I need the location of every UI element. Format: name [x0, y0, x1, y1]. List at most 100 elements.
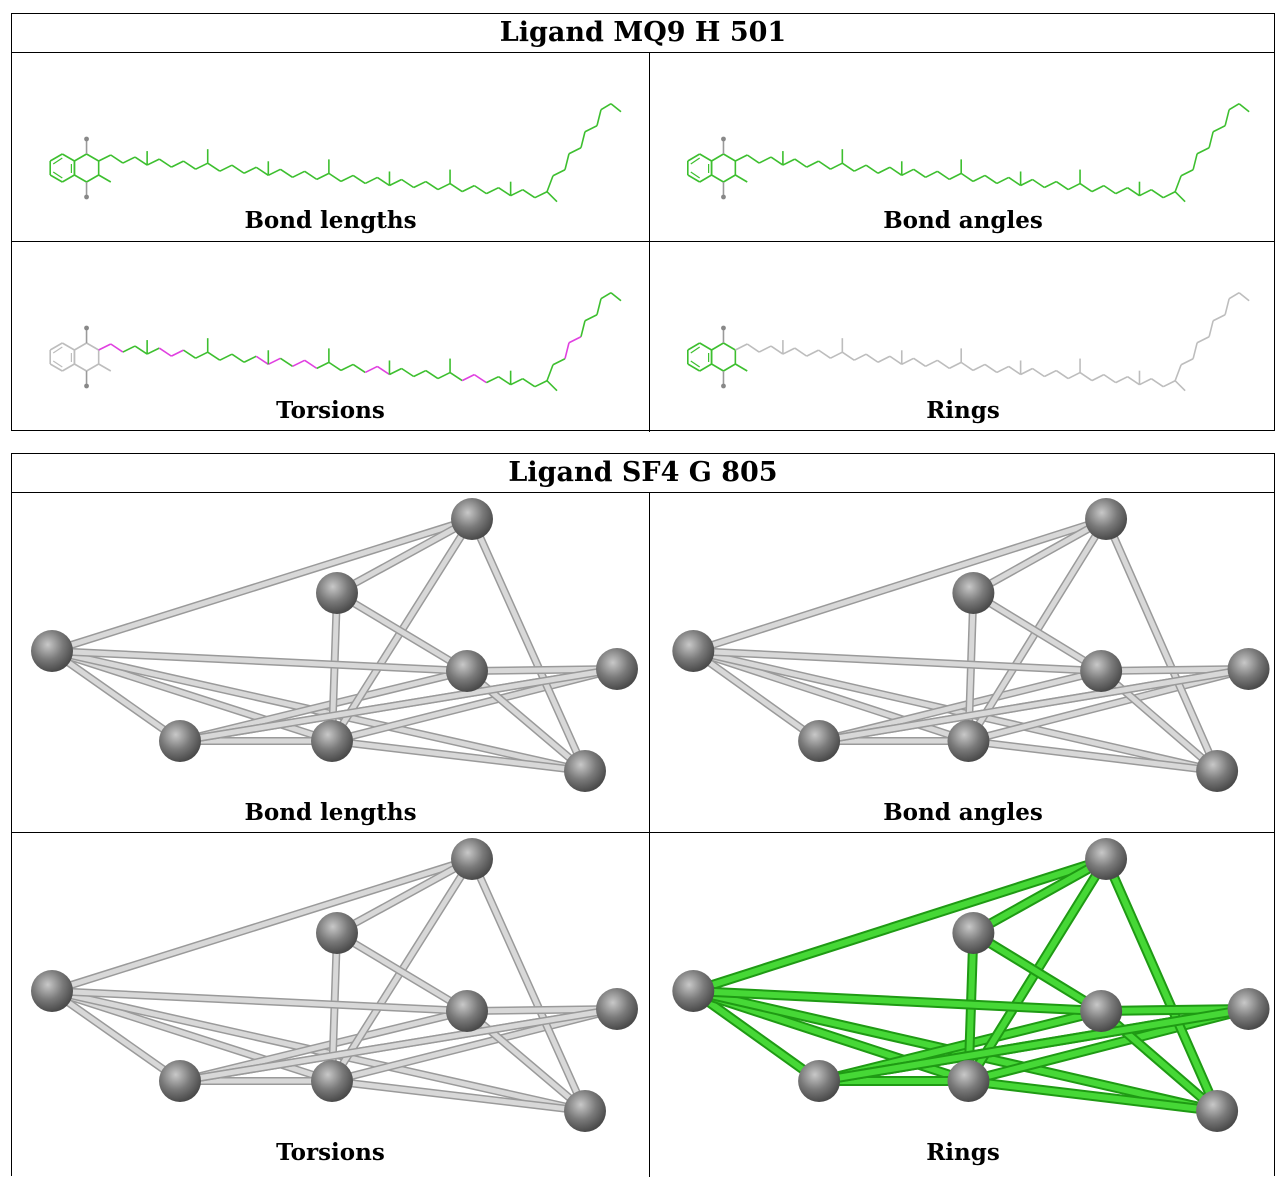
chain-bond: [413, 180, 427, 189]
cluster-bond: [177, 666, 620, 744]
cluster-atom: [947, 1060, 990, 1102]
chain-bond: [219, 353, 233, 361]
chain-bond: [596, 298, 602, 315]
table-title: Ligand SF4 G 805: [508, 457, 778, 488]
cluster-atom: [311, 720, 353, 762]
chain-bond: [110, 343, 124, 353]
chain-bond: [364, 365, 378, 374]
cluster-atom: [1080, 650, 1123, 692]
cluster-bond: [690, 648, 1104, 674]
chain-bond: [510, 377, 524, 386]
ligand-table-mq9: Ligand MQ9 H 501 Bond lengths Bond angle…: [11, 13, 1275, 432]
chain-bond: [770, 345, 784, 355]
chain-bond: [473, 184, 487, 195]
chain-bond: [1079, 371, 1093, 382]
cluster-bond: [177, 1006, 620, 1084]
ring-bond: [49, 153, 63, 162]
ring-bond: [687, 174, 701, 183]
chain-bond: [877, 166, 891, 174]
methyl-bond: [1238, 292, 1250, 302]
chain-bond: [1020, 178, 1033, 187]
cluster-bond: [1103, 516, 1220, 774]
substituent-bond: [98, 174, 112, 183]
chain-bond: [865, 353, 879, 363]
cluster-bond: [690, 516, 1109, 654]
ring-bond: [699, 342, 712, 351]
chain-bond: [316, 172, 330, 181]
chain-bond: [231, 353, 245, 363]
chain-bond: [304, 359, 318, 370]
table-title: Ligand MQ9 H 501: [499, 17, 787, 48]
chain-bond: [328, 361, 342, 372]
chain-bond: [564, 153, 570, 170]
chain-bond: [1224, 298, 1230, 315]
ring-bond: [61, 363, 75, 372]
substituent-bond: [734, 363, 748, 372]
panel-caption: Rings: [926, 397, 1000, 424]
chain-bond: [195, 351, 209, 359]
chain-bond: [279, 168, 293, 178]
chain-bond: [889, 166, 903, 176]
panel-caption: Torsions: [276, 1139, 385, 1166]
chain-bond: [243, 166, 257, 174]
cluster-bond: [816, 1006, 1252, 1084]
ring-bond: [86, 153, 100, 162]
chain-bond: [522, 378, 536, 388]
sf4-bond-angles-image: [672, 498, 1270, 792]
cluster-bond: [334, 930, 470, 1014]
ring-bond: [690, 171, 701, 179]
mq9-rings-image: [687, 292, 1250, 392]
chain-bond: [1224, 109, 1230, 126]
ring-bond: [687, 342, 701, 351]
chain-bond: [877, 355, 891, 363]
chain-bond: [255, 355, 269, 365]
chain-bond: [925, 359, 938, 368]
panel-torsions: Torsions: [12, 833, 649, 1177]
chain-bond: [596, 109, 602, 126]
methyl-bond: [546, 191, 558, 203]
ring-bond: [61, 342, 75, 351]
chain-bond: [948, 172, 962, 181]
chain-bond: [98, 343, 112, 351]
cluster-atom: [672, 630, 715, 672]
chain-bond: [1091, 184, 1105, 193]
methyl-bond: [1238, 103, 1250, 113]
chain-bond: [328, 172, 342, 183]
chain-bond: [600, 292, 612, 300]
cluster-atom: [451, 498, 493, 540]
chain-bond: [498, 375, 512, 386]
chain-bond: [925, 170, 938, 179]
cluster-bond: [970, 856, 1110, 936]
cluster-bond: [965, 1078, 1221, 1114]
chain-bond: [972, 363, 986, 372]
chain-bond: [231, 164, 245, 174]
chain-bond: [425, 180, 439, 191]
chain-bond: [1208, 131, 1214, 148]
cluster-bond: [49, 856, 475, 994]
cluster-bond: [49, 988, 183, 1084]
methyl-bond: [610, 103, 622, 113]
ring-bond: [49, 363, 63, 372]
cluster-atom: [1227, 988, 1270, 1030]
chain-bond: [1212, 125, 1226, 133]
cluster-atom: [1080, 990, 1123, 1032]
chain-bond: [865, 164, 879, 174]
cluster-bond: [49, 648, 183, 744]
chain-bond: [183, 160, 197, 170]
chain-bond: [461, 373, 475, 382]
chain-bond: [746, 343, 760, 353]
chain-bond: [960, 172, 974, 183]
mq9-bond-angles-image: [687, 103, 1250, 203]
chain-bond: [546, 175, 554, 193]
oxygen-atom: [84, 325, 89, 331]
chain-bond: [340, 174, 354, 183]
ring-bond: [690, 360, 701, 368]
chain-bond: [913, 357, 926, 367]
cluster-bond: [49, 516, 475, 654]
ring-bond: [711, 174, 724, 183]
chain-bond: [901, 357, 915, 365]
cluster-atom: [316, 912, 358, 954]
ring-bond: [711, 153, 724, 162]
cluster-bond: [329, 1006, 620, 1084]
cluster-atom: [1196, 750, 1239, 792]
